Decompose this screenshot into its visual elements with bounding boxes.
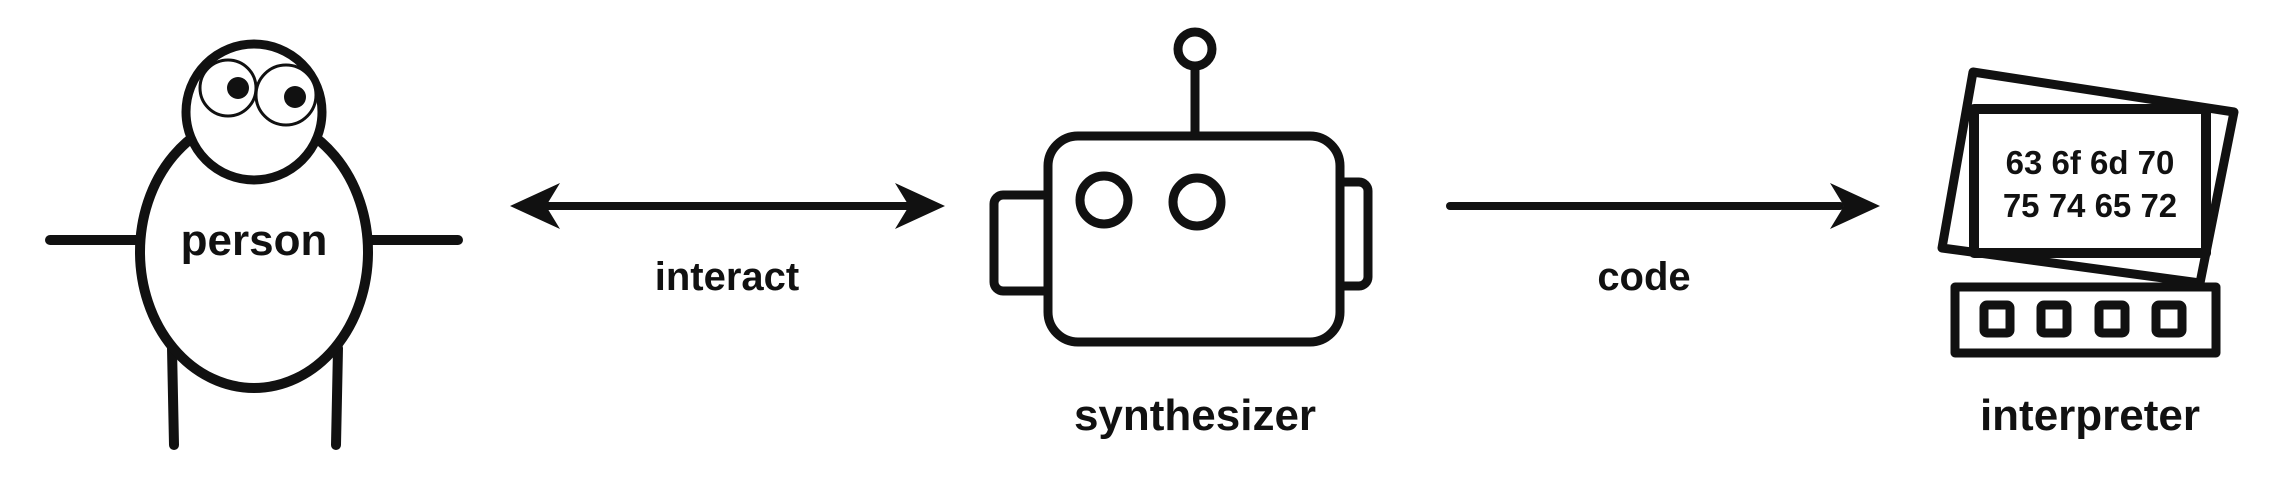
computer-key-2 (2036, 300, 2072, 338)
interact-left-arrowhead (510, 183, 560, 229)
person-right-pupil (284, 86, 306, 108)
interact-right-arrowhead (895, 183, 945, 229)
person-left-pupil (227, 77, 249, 99)
person-label: person (181, 216, 328, 265)
computer-key-4 (2151, 300, 2187, 338)
interact-edge-label: interact (655, 255, 800, 299)
robot-antenna-ball (1173, 27, 1217, 71)
computer-screen-line-1: 63 6f 6d 70 (2006, 144, 2175, 181)
person-right-leg (331, 343, 343, 450)
robot-head (1043, 131, 1345, 347)
person-node: person (45, 39, 463, 450)
interpreter-node: 63 6f 6d 70 75 74 65 72 interpreter (1937, 67, 2239, 440)
synthesizer-label: synthesizer (1074, 391, 1316, 440)
person-left-leg (167, 343, 179, 450)
synthesizer-node: synthesizer (989, 27, 1373, 440)
computer-monitor (1969, 104, 2211, 258)
interpreter-label: interpreter (1980, 391, 2200, 440)
robot-right-eye (1168, 173, 1226, 231)
computer-screen-line-2: 75 74 65 72 (2003, 187, 2177, 224)
code-edge-label: code (1597, 255, 1690, 299)
interact-edge: interact (510, 183, 945, 299)
computer-key-3 (2094, 300, 2130, 338)
code-edge: code (1446, 183, 1880, 299)
computer-key-1 (1979, 300, 2015, 338)
robot-left-eye (1075, 171, 1133, 229)
code-arrowhead (1830, 183, 1880, 229)
